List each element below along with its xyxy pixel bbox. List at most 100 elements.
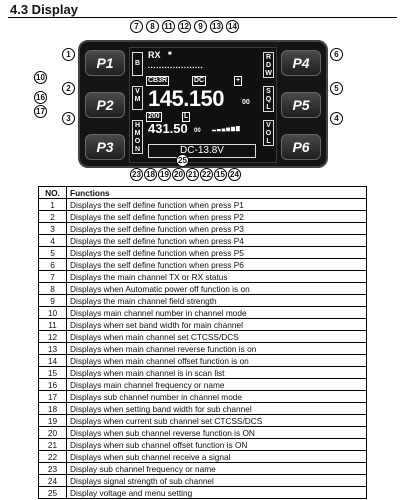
row-number: 23 [38, 462, 67, 475]
row-number: 6 [38, 258, 67, 271]
voltage-readout: DC-13.8V [148, 144, 256, 158]
row-function: Displays main channel number in channel … [66, 306, 367, 319]
callout-4: 4 [330, 112, 343, 125]
callout-19: 19 [158, 168, 171, 181]
p4-key[interactable]: P4 [281, 50, 321, 76]
rx-status: RX [148, 50, 161, 60]
lcd-screen: B V M H M O N R D W S Q L V O L RX ■ ▪▪▪… [129, 47, 277, 163]
callout-1: 1 [62, 48, 75, 61]
p2-key[interactable]: P2 [85, 92, 125, 118]
row-function: Displays signal strength of sub channel [66, 474, 367, 487]
row-function: Displays the self define function when p… [66, 246, 367, 259]
row-number: 17 [38, 390, 67, 403]
row-function: Displays when current sub channel set CT… [66, 414, 367, 427]
row-number: 25 [38, 486, 67, 499]
callout-17: 17 [34, 105, 47, 118]
row-function: Displays when main channel offset functi… [66, 354, 367, 367]
row-function: Displays when main channel reverse funct… [66, 342, 367, 355]
side-label-right-mid: S Q L [263, 86, 274, 112]
main-offset-tag: + [234, 76, 243, 86]
callout-15: 15 [214, 168, 227, 181]
display-diagram: P1 P2 P3 P4 P5 P6 B V M H M O N R D W S … [0, 20, 405, 182]
section-title: 4.3 Display [8, 2, 397, 18]
callout-5: 5 [330, 82, 343, 95]
main-frequency-suffix: 00 [242, 99, 250, 106]
row-number: 20 [38, 426, 67, 439]
main-signal-meter: ▪▪▪▪▪▪▪▪▪▪▪▪▪▪▪▪▪▪▪▪ [148, 65, 204, 71]
callout-25: 25 [176, 154, 189, 167]
row-function: Display sub channel frequency or name [66, 462, 367, 475]
row-function: Display voltage and menu setting [66, 486, 367, 499]
row-number: 5 [38, 246, 67, 259]
p1-key[interactable]: P1 [85, 50, 125, 76]
callout-14: 14 [226, 20, 239, 33]
callout-8: 8 [146, 20, 159, 33]
row-number: 22 [38, 450, 67, 463]
callout-7: 7 [130, 20, 143, 33]
callout-22: 22 [200, 168, 213, 181]
callout-24: 24 [228, 168, 241, 181]
side-label-left-bot: H M O N [132, 120, 143, 154]
row-function: Displays the self define function when p… [66, 222, 367, 235]
row-number: 2 [38, 210, 67, 223]
row-number: 1 [38, 198, 67, 211]
callout-3: 3 [62, 112, 75, 125]
auto-power-off-icon: ■ [168, 51, 172, 57]
callout-2: 2 [62, 82, 75, 95]
row-number: 7 [38, 270, 67, 283]
row-number: 14 [38, 354, 67, 367]
row-function: Displays sub channel number in channel m… [66, 390, 367, 403]
sub-signal-meter: ▂▃▄▅▆▇ [212, 126, 241, 132]
main-frequency: 145.150 [148, 86, 225, 111]
side-label-right-bot: V O L [263, 120, 274, 146]
row-function: Displays when Automatic power off functi… [66, 282, 367, 295]
callout-12: 12 [178, 20, 191, 33]
callout-6: 6 [330, 48, 343, 61]
p5-key[interactable]: P5 [281, 92, 321, 118]
callout-9: 9 [194, 20, 207, 33]
row-function: Displays when sub channel reverse functi… [66, 426, 367, 439]
row-number: 19 [38, 414, 67, 427]
row-function: Displays when sub channel receive a sign… [66, 450, 367, 463]
sub-mode-tag: L [182, 112, 191, 122]
callout-11: 11 [162, 20, 175, 33]
row-function: Displays main channel frequency or name [66, 378, 367, 391]
table-header-row: NO. Functions [38, 186, 367, 199]
main-ctcss-tag: DC [192, 76, 207, 86]
callout-18: 18 [144, 168, 157, 181]
row-number: 11 [38, 318, 67, 331]
row-number: 8 [38, 282, 67, 295]
row-number: 10 [38, 306, 67, 319]
side-label-right-top: R D W [263, 52, 274, 78]
side-label-left-mid: V M [132, 86, 143, 110]
callout-23: 23 [130, 168, 143, 181]
row-number: 15 [38, 366, 67, 379]
callout-16: 16 [34, 91, 47, 104]
p3-key[interactable]: P3 [85, 134, 125, 160]
row-function: Displays the main channel TX or RX statu… [66, 270, 367, 283]
p6-key[interactable]: P6 [281, 134, 321, 160]
row-number: 12 [38, 330, 67, 343]
callout-20: 20 [172, 168, 185, 181]
header-functions: Functions [66, 186, 367, 199]
row-number: 21 [38, 438, 67, 451]
